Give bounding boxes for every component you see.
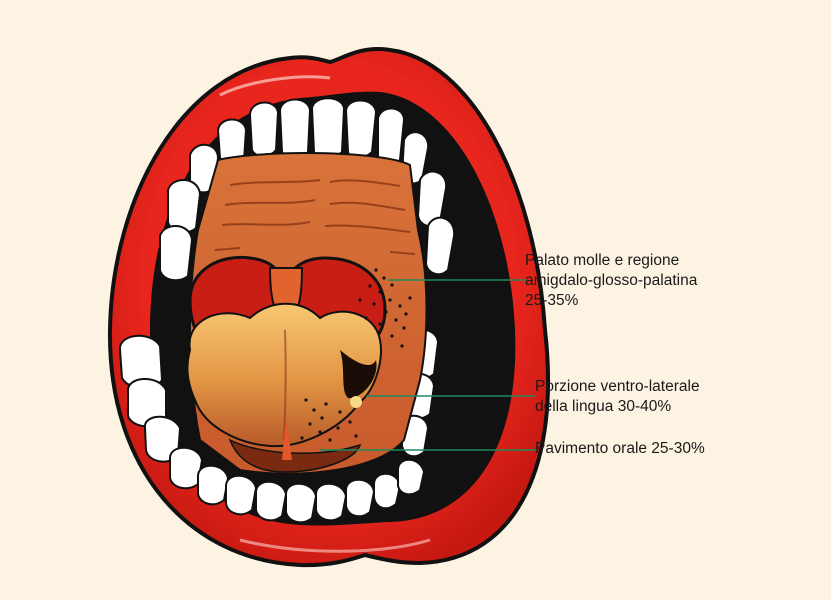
label-soft-palate-line2: amigdalo-glosso-palatina	[525, 271, 697, 291]
label-floor: Pavimento orale 25-30%	[535, 439, 705, 459]
label-tongue: Porzione ventro-laterale della lingua 30…	[535, 377, 700, 417]
label-soft-palate-line3: 25-35%	[525, 291, 697, 311]
label-soft-palate-line1: Palato molle e regione	[525, 251, 697, 271]
label-tongue-line2: della lingua 30-40%	[535, 397, 700, 417]
label-tongue-line1: Porzione ventro-laterale	[535, 377, 700, 397]
label-soft-palate: Palato molle e regione amigdalo-glosso-p…	[525, 251, 697, 311]
tongue-spot	[350, 396, 362, 408]
label-floor-line1: Pavimento orale 25-30%	[535, 439, 705, 459]
